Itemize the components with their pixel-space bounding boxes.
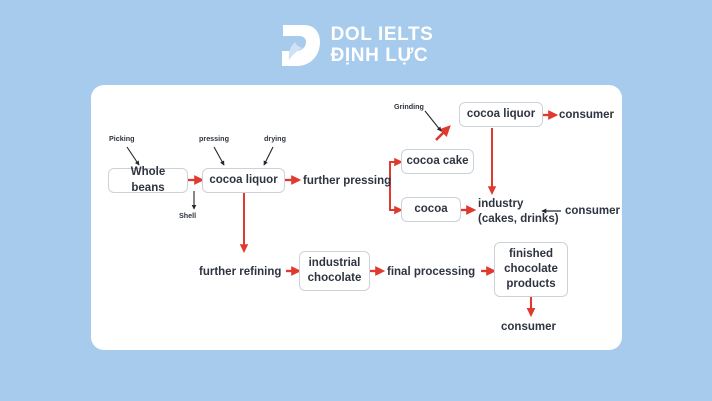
annotation-arrow-grinding [424,110,442,132]
node-final-processing: final processing [387,266,476,278]
annotation-arrow-picking [126,146,140,166]
node-cocoa-liquor-main[interactable]: cocoa liquor [202,168,285,193]
edge-cocoacake-cocoaliquortop [435,125,451,141]
brand-line-1: DOL IELTS [330,23,434,45]
node-cocoa-liquor-top[interactable]: cocoa liquor [459,102,543,127]
node-cocoa[interactable]: cocoa [401,197,461,222]
annotation-arrow-drying [263,146,274,166]
annotation-arrow-pressing [213,146,225,166]
node-consumer-industry: consumer [565,205,620,217]
node-whole-beans[interactable]: Whole beans [108,166,188,194]
connector-layer [126,110,561,318]
brand-line-2: ĐỊNH LỰC [330,45,429,66]
node-industry-line2: (cakes, drinks) [478,213,559,225]
node-industrial-chocolate[interactable]: industrial chocolate [299,251,370,291]
node-shell: Shell [179,211,197,220]
node-industrial-chocolate-label: industrial chocolate [308,256,362,286]
industrial-chocolate-text: industrial chocolate [307,256,362,284]
diagram-card: Picking pressing drying Grinding Shell W… [91,85,622,350]
node-industry-line1: industry [478,198,524,210]
node-cocoa-cake[interactable]: cocoa cake [401,149,474,174]
brand-wordmark: DOL IELTS ĐỊNH LỰC [331,24,434,67]
annotation-drying: drying [264,134,286,143]
brand-logo: DOL IELTS ĐỊNH LỰC [0,14,712,76]
node-finished-products[interactable]: finished chocolate products [494,242,568,297]
node-consumer-bottom: consumer [501,321,556,333]
node-further-pressing: further pressing [303,175,392,187]
annotation-picking: Picking [109,134,135,143]
finished-products-text: finished chocolate products [504,247,558,291]
dol-leaf-mark-icon [281,25,320,66]
diagram-stage: Picking pressing drying Grinding Shell W… [91,85,622,350]
annotation-pressing: pressing [199,134,229,143]
node-further-refining: further refining [199,266,282,278]
annotation-grinding: Grinding [394,102,424,111]
node-consumer-top: consumer [559,109,614,121]
